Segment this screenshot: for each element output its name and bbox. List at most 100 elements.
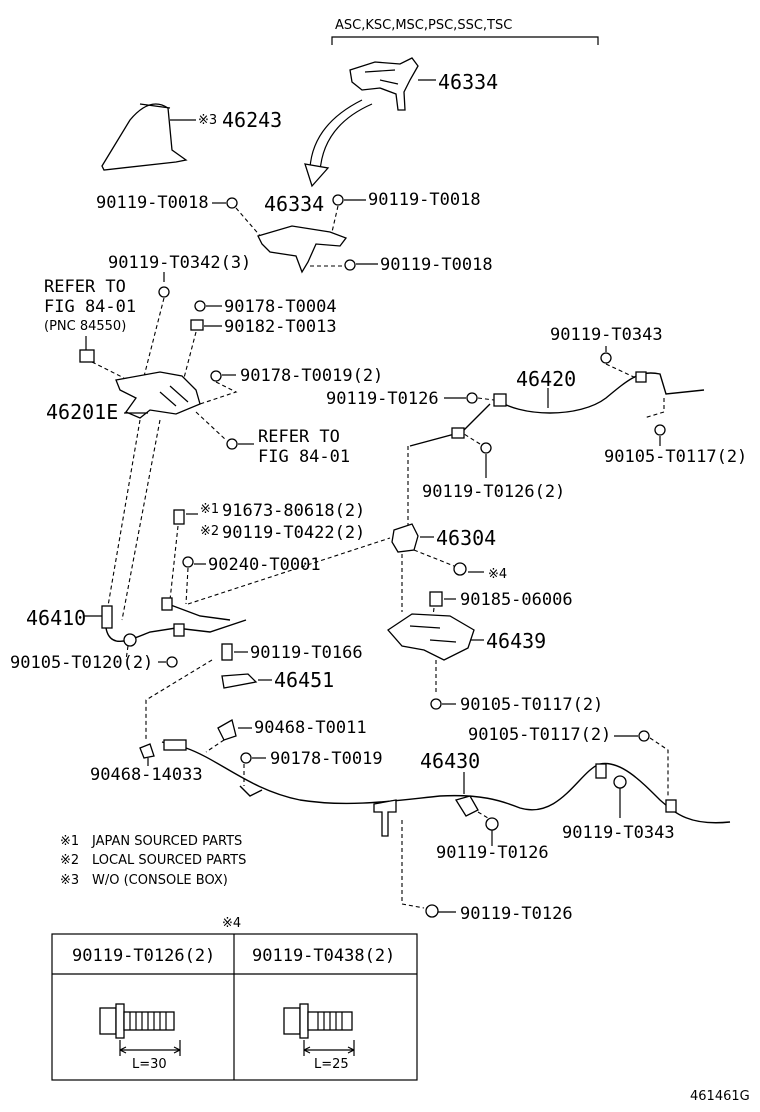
bolt-icon: [430, 698, 442, 710]
bolt-icon: [226, 438, 238, 450]
label-46243-mark: ※3: [198, 113, 217, 128]
variant-bracket: [331, 36, 599, 45]
label-90468-14033: 90468-14033: [90, 765, 203, 785]
note-1-text: JAPAN SOURCED PARTS: [91, 834, 242, 849]
figure-id: 461461G: [690, 1089, 750, 1104]
part-46334-mid-drawing: [257, 225, 348, 274]
refer-fig-2-line2: FIG 84-01: [258, 447, 350, 467]
label-90105-t0120: 90105-T0120(2): [10, 653, 153, 673]
bolt-icon: [221, 643, 233, 661]
label-90185: 90185-06006: [460, 590, 573, 610]
bolt-length-table: [51, 933, 418, 1081]
part-46451-drawing: [221, 673, 258, 689]
bolt-l30-drawing: [99, 1003, 181, 1056]
clip-icon: [139, 743, 155, 759]
arrow-curve: [319, 103, 373, 173]
bolt-icon: [226, 197, 238, 209]
label-46334-top: 46334: [438, 70, 498, 94]
clip-icon: [429, 591, 443, 607]
part-46439-drawing: [387, 613, 475, 661]
bolt-icon: [332, 194, 344, 206]
label-91673-mark: ※1: [200, 502, 219, 517]
note-1-mark: ※1: [60, 834, 79, 849]
bolt-icon: [600, 352, 612, 364]
label-46304: 46304: [436, 526, 496, 550]
label-46201e: 46201E: [46, 400, 118, 424]
note-3-text: W/O (CONSOLE BOX): [92, 873, 228, 888]
note-2-mark: ※2: [60, 853, 79, 868]
label-bolt-t0126-b: 90119-T0126(2): [422, 482, 565, 502]
clip-icon: [217, 719, 237, 741]
table-len1: L=30: [132, 1057, 167, 1072]
note-2-text: LOCAL SOURCED PARTS: [92, 853, 246, 868]
label-46334-mid: 46334: [264, 192, 324, 216]
label-46410: 46410: [26, 606, 86, 630]
variant-header-label: ASC,KSC,MSC,PSC,SSC,TSC: [335, 18, 512, 33]
table-col1-header: 90119-T0126(2): [72, 946, 215, 966]
table-len2: L=25: [314, 1057, 349, 1072]
part-46304-drawing: [391, 523, 419, 553]
label-46420: 46420: [516, 367, 576, 391]
table-mark: ※4: [222, 916, 241, 931]
refer-fig-1-line2: FIG 84-01: [44, 297, 136, 317]
bolt-icon: [453, 562, 467, 576]
bolt-icon: [182, 556, 194, 568]
part-46410-drawing: [101, 597, 247, 647]
label-bolt-t0126-a: 90119-T0126: [326, 389, 439, 409]
note-3-mark: ※3: [60, 873, 79, 888]
bolt-icon: [480, 442, 492, 454]
refer-fig-1-line3: (PNC 84550): [44, 319, 126, 334]
label-90105-t0117-top: 90105-T0117(2): [604, 447, 747, 467]
nut-icon: [194, 300, 206, 312]
nut-icon: [210, 370, 222, 382]
bolt-icon: [654, 424, 666, 436]
label-46451: 46451: [274, 668, 334, 692]
label-bolt-t0126-c: 90119-T0126: [436, 843, 549, 863]
label-bolt-t0018-right: 90119-T0018: [368, 190, 481, 210]
bolt-icon: [466, 392, 478, 404]
label-90105-t0117-mid: 90105-T0117(2): [460, 695, 603, 715]
label-nut-t0019-2: 90178-T0019(2): [240, 366, 383, 386]
part-46243-drawing: [101, 103, 188, 171]
label-bolt-t0018-left: 90119-T0018: [96, 193, 209, 213]
label-0422-mark: ※2: [200, 524, 219, 539]
refer-fig-2-line1: REFER TO: [258, 427, 340, 447]
part-46430-drawing: [161, 739, 731, 837]
label-bolt-t0126-d: 90119-T0126: [460, 904, 573, 924]
bolt-icon: [344, 259, 356, 271]
nut-icon: [240, 752, 252, 764]
bolt-l25-drawing: [283, 1003, 355, 1056]
nut-icon: [190, 319, 204, 331]
label-46243: 46243: [222, 108, 282, 132]
label-90240: 90240-T0001: [208, 555, 321, 575]
label-nut-t0004: 90178-T0004: [224, 297, 337, 317]
label-bolt-t0166: 90119-T0166: [250, 643, 363, 663]
label-bolt-t0343-top: 90119-T0343: [550, 325, 663, 345]
part-46334-top-drawing: [349, 57, 419, 111]
label-0422: 90119-T0422(2): [222, 523, 365, 543]
part-46201e-drawing: [115, 371, 201, 419]
part-46420-drawing: [409, 371, 705, 447]
bolt-icon: [158, 286, 170, 298]
bolt-icon: [425, 904, 439, 918]
bolt-icon: [613, 775, 627, 789]
arrow-head: [304, 163, 330, 188]
label-91673: 91673-80618(2): [222, 501, 365, 521]
label-90105-t0117-low: 90105-T0117(2): [468, 725, 611, 745]
label-mark4: ※4: [488, 567, 507, 582]
label-46439: 46439: [486, 629, 546, 653]
label-bolt-t0343-low: 90119-T0343: [562, 823, 675, 843]
clip-icon: [79, 349, 95, 363]
label-bolt-t0342: 90119-T0342(3): [108, 253, 251, 273]
refer-fig-1-line1: REFER TO: [44, 277, 126, 297]
label-nut-t0013: 90182-T0013: [224, 317, 337, 337]
bolt-icon: [638, 730, 650, 742]
label-bolt-t0018-lower: 90119-T0018: [380, 255, 493, 275]
bolt-icon: [166, 656, 178, 668]
bolt-icon: [173, 509, 185, 525]
label-90468-t0011: 90468-T0011: [254, 718, 367, 738]
label-46430: 46430: [420, 749, 480, 773]
bolt-icon: [485, 817, 499, 831]
label-90178-t0019: 90178-T0019: [270, 749, 383, 769]
